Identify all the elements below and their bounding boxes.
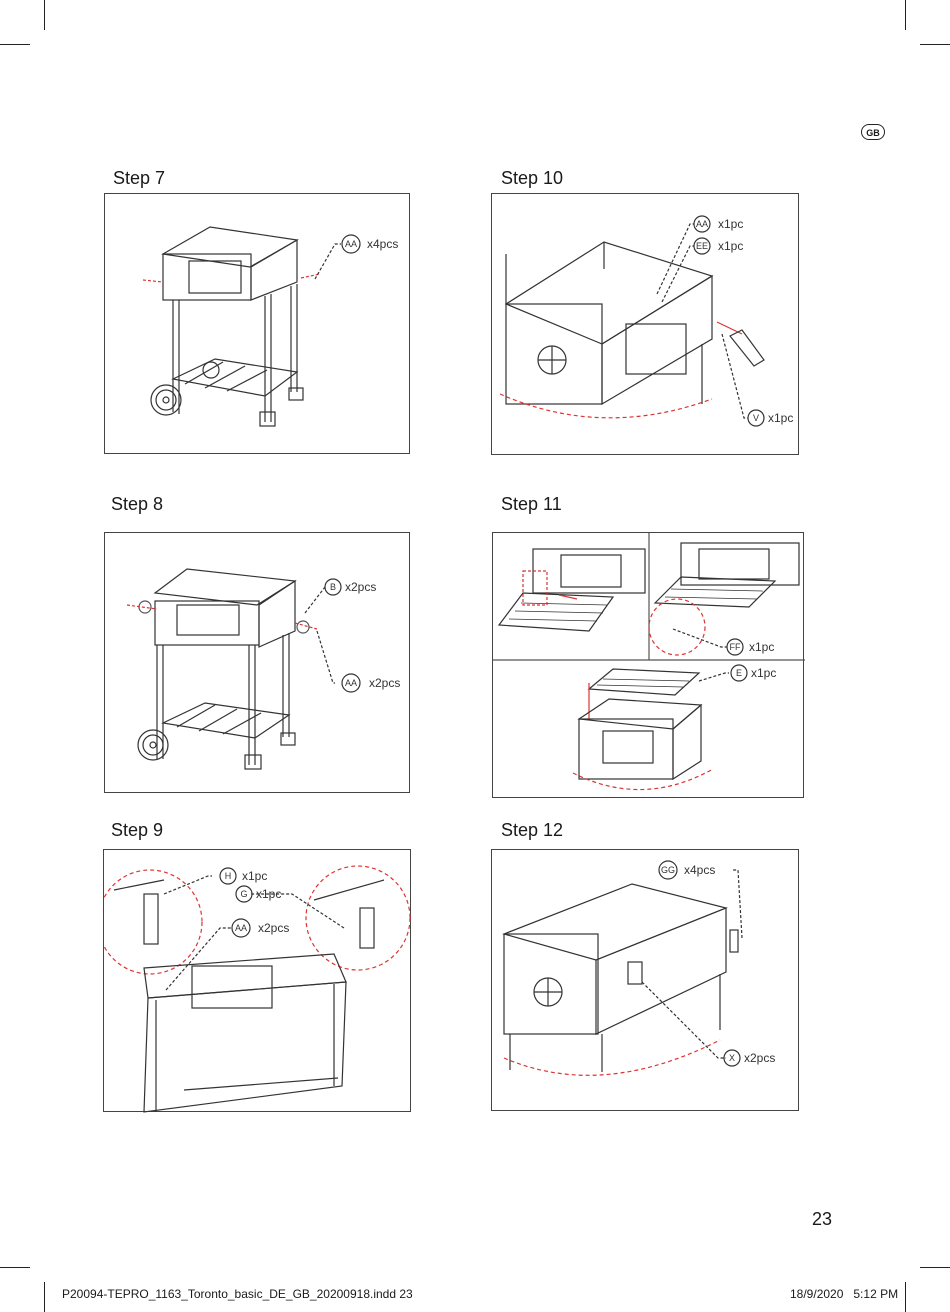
part-quantity: x2pcs [744,1051,775,1065]
crop-mark [0,1267,30,1268]
part-quantity: x1pc [768,411,793,425]
crop-mark [0,44,30,45]
part-letter: H [225,871,232,881]
step-10-illustration: AA x1pc EE x1pc V x1pc [491,193,799,455]
part-letter: B [330,582,336,592]
part-letter: AA [235,923,247,933]
part-quantity: x2pcs [345,580,376,594]
part-letter: E [736,668,742,678]
part-letter: EE [696,241,708,251]
part-quantity: x1pc [751,666,776,680]
step-title: Step 7 [113,168,166,188]
part-quantity: x1pc [749,640,774,654]
part-quantity: x1pc [242,869,267,883]
step-7-illustration: AA x4pcs [104,193,410,454]
crop-mark [905,0,906,30]
part-letter: AA [345,678,357,688]
page-number: 23 [812,1209,833,1229]
footer-timestamp: 18/9/2020 5:12 PM [790,1287,899,1301]
step-title: Step 10 [501,168,564,188]
step-title: Step 11 [501,494,562,514]
part-quantity: x2pcs [369,676,400,690]
step-12-illustration: GG x4pcs X x2pcs [491,849,799,1111]
footer-filename: P20094-TEPRO_1163_Toronto_basic_DE_GB_20… [62,1287,413,1301]
crop-mark [920,1267,950,1268]
part-letter: G [240,889,247,899]
step-9-illustration: H x1pc G x1pc AA x2pcs [103,849,411,1113]
part-letter: AA [696,219,708,229]
crop-mark [920,44,950,45]
crop-mark [44,1282,45,1312]
part-quantity: x1pc [718,217,743,231]
part-letter: FF [730,642,741,652]
step-title: Step 8 [111,494,164,514]
part-quantity: x1pc [256,887,281,901]
part-quantity: x4pcs [367,237,398,251]
step-11-illustration: FF x1pc E x1pc [492,532,805,798]
step-title: Step 12 [501,820,564,840]
part-letter: V [753,413,759,423]
part-letter: GG [661,865,675,875]
part-letter: AA [345,239,357,249]
part-quantity: x2pcs [258,921,289,935]
step-title: Step 9 [111,820,164,840]
crop-mark [44,0,45,30]
crop-mark [905,1282,906,1312]
language-badge: GB [861,124,885,140]
part-quantity: x4pcs [684,863,715,877]
part-letter: X [729,1053,735,1063]
part-quantity: x1pc [718,239,743,253]
step-8-illustration: B x2pcs AA x2pcs [104,532,410,793]
